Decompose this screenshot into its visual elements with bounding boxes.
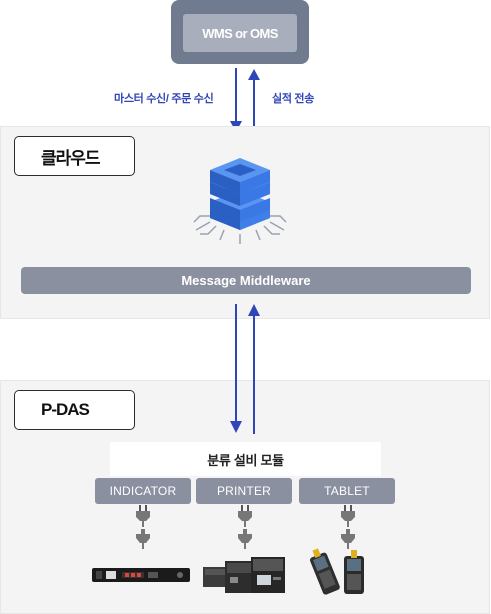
plug-icon (238, 505, 252, 549)
tablet-device-icon (309, 548, 364, 595)
printer-device-icon (203, 557, 285, 593)
pdas-tag: P-DAS (14, 390, 135, 430)
performance-send-label: 실적 전송 (272, 93, 315, 105)
wms-label: WMS or OMS (183, 14, 297, 52)
server-stack-icon (193, 158, 287, 244)
plug-icon (136, 505, 150, 549)
cloud-tag: 클라우드 (14, 136, 135, 176)
sorting-module-title: 분류 설비 모듈 (110, 442, 381, 476)
wms-box: WMS or OMS (171, 0, 309, 64)
device-indicator: INDICATOR (95, 478, 191, 504)
indicator-device-icon (92, 568, 190, 582)
master-order-receive-label: 마스터 수신/ 주문 수신 (114, 93, 214, 105)
device-printer: PRINTER (196, 478, 292, 504)
up-arrow-icon (248, 69, 260, 80)
up-arrow-icon (248, 304, 260, 316)
middle-arrows-lower (230, 380, 255, 434)
top-arrows (230, 68, 260, 132)
device-tablet: TABLET (299, 478, 395, 504)
plug-icon (341, 505, 355, 549)
message-middleware-bar: Message Middleware (21, 267, 471, 294)
